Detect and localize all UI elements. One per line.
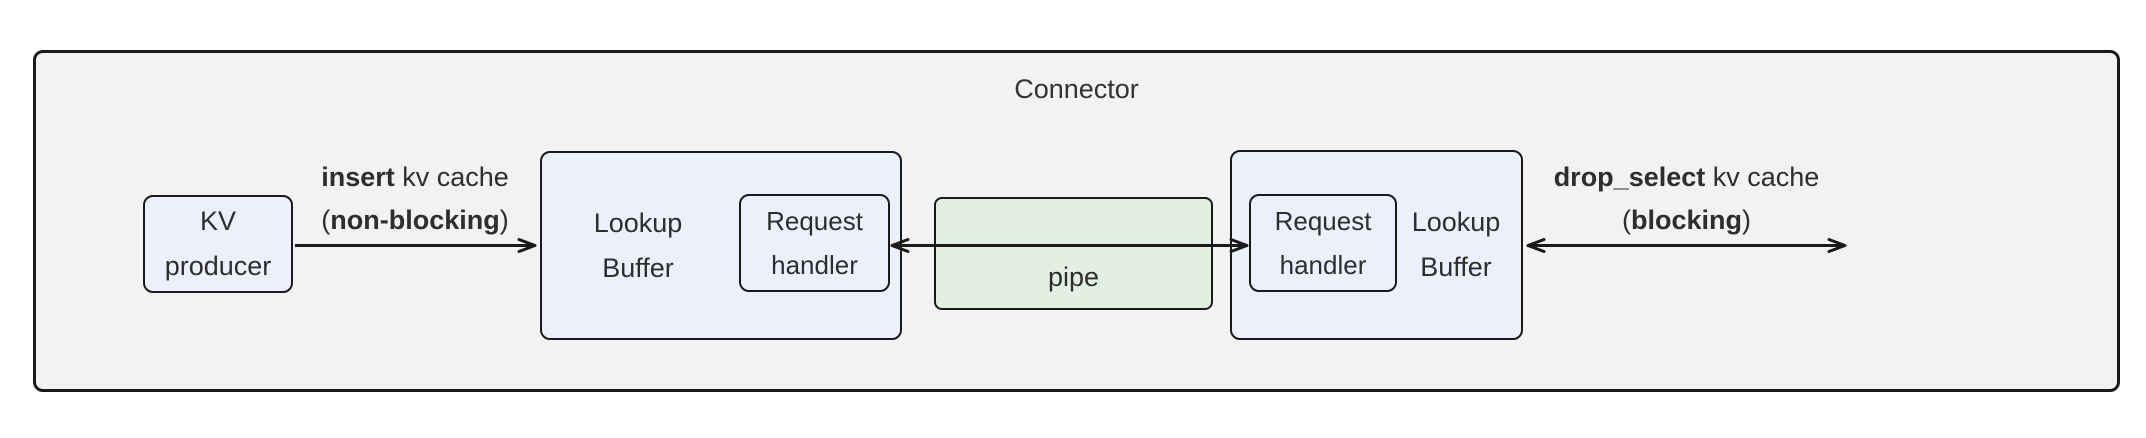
drop-select-edge-label-line2: (blocking) <box>1528 199 1845 242</box>
request-handler-right-line1: Request <box>1274 206 1372 236</box>
request-handler-right-node: Request handler <box>1249 194 1397 292</box>
insert-paren-open: ( <box>321 205 331 235</box>
pipe-label: pipe <box>1047 262 1100 292</box>
drop-select-edge-label: drop_select kv cache (blocking) <box>1528 156 1845 242</box>
blocking-keyword: blocking <box>1630 205 1742 235</box>
drop-select-rest-text: kv cache <box>1705 162 1820 192</box>
insert-rest-text: kv cache <box>394 162 509 192</box>
lookup-buffer-right-line1: Lookup <box>1411 207 1501 237</box>
non-blocking-keyword: non-blocking <box>330 205 500 235</box>
lookup-buffer-left-label: Lookup Buffer <box>542 153 734 338</box>
connector-title: Connector <box>1014 74 1139 104</box>
request-handler-left-line1: Request <box>766 206 863 236</box>
insert-edge-label-line1: insert kv cache <box>270 156 560 199</box>
drop-select-paren-open: ( <box>1621 205 1631 235</box>
lookup-buffer-right-line2: Buffer <box>1420 252 1492 282</box>
request-handler-left-line2: handler <box>771 250 858 280</box>
lookup-buffer-left-line1: Lookup <box>593 207 683 238</box>
drop-select-paren-close: ) <box>1742 205 1751 235</box>
kv-producer-line2: producer <box>164 251 272 281</box>
insert-edge-label: insert kv cache (non-blocking) <box>270 156 560 242</box>
insert-keyword: insert <box>321 162 395 192</box>
lookup-buffer-right-node: Request handler Lookup Buffer <box>1230 150 1523 340</box>
lookup-buffer-left-node: Lookup Buffer Request handler <box>540 151 902 340</box>
pipe-node: pipe <box>934 197 1213 310</box>
lookup-buffer-left-line2: Buffer <box>602 252 674 283</box>
drop-select-keyword: drop_select <box>1553 162 1706 192</box>
kv-producer-node: KV producer <box>143 195 293 293</box>
drop-select-edge-label-line1: drop_select kv cache <box>1528 156 1845 199</box>
request-handler-left-node: Request handler <box>739 194 890 292</box>
lookup-buffer-right-label: Lookup Buffer <box>1395 152 1517 338</box>
insert-edge-label-line2: (non-blocking) <box>270 199 560 242</box>
kv-producer-line1: KV <box>199 206 237 236</box>
insert-paren-close: ) <box>499 205 509 235</box>
request-handler-right-line2: handler <box>1279 250 1367 280</box>
